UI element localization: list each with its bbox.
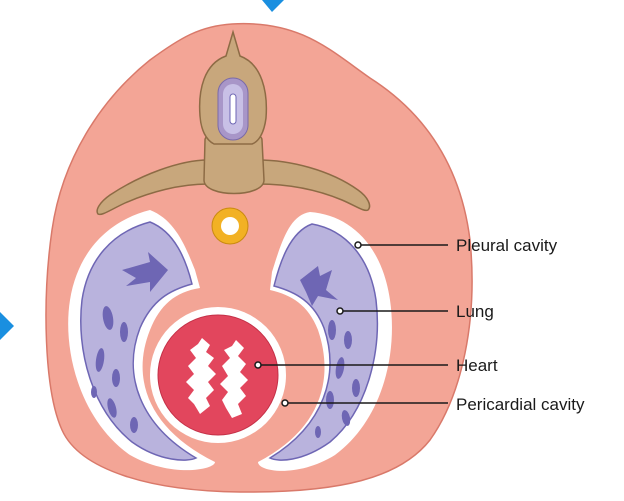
label-heart: Heart (456, 356, 498, 376)
heart (158, 315, 278, 435)
central-canal (230, 94, 236, 124)
esophagus-lumen (221, 217, 239, 235)
blue-arrow-top-icon (262, 0, 284, 12)
blue-arrow-left-icon (0, 312, 14, 340)
label-pericardial-cavity: Pericardial cavity (456, 395, 585, 415)
label-lung: Lung (456, 302, 494, 322)
label-pleural-cavity: Pleural cavity (456, 236, 557, 256)
